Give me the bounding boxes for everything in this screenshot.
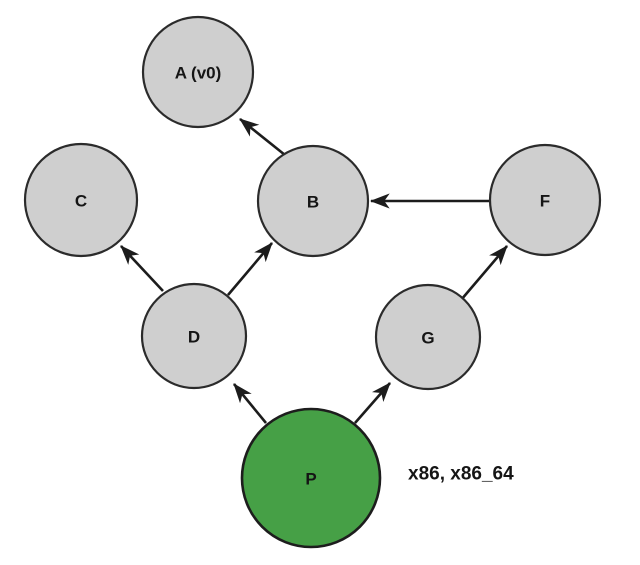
node-g-circle[interactable] [374,283,482,391]
node-c[interactable]: C [23,142,139,258]
edge-p-to-d [232,383,268,424]
node-f[interactable]: F [488,143,602,257]
edge-p-to-g [354,382,391,424]
node-d-circle[interactable] [140,282,248,390]
annotations-layer: x86, x86_64 [408,464,514,485]
edges-layer [120,117,508,424]
node-a-circle[interactable] [141,15,255,129]
node-b[interactable]: B [256,144,370,258]
edge-d-to-c [120,245,164,292]
node-d[interactable]: D [140,282,248,390]
node-b-circle[interactable] [256,144,370,258]
node-f-circle[interactable] [488,143,602,257]
node-p-circle[interactable] [240,407,382,549]
edge-b-to-a [239,117,286,157]
edge-g-to-f [460,245,508,301]
node-c-circle[interactable] [23,142,139,258]
node-p[interactable]: P [240,407,382,549]
nodes-layer: A (v0)C B F D GP [23,15,602,549]
node-g[interactable]: G [374,283,482,391]
edge-d-to-b [227,242,273,296]
node-a[interactable]: A (v0) [141,15,255,129]
arch-note: x86, x86_64 [408,464,514,485]
